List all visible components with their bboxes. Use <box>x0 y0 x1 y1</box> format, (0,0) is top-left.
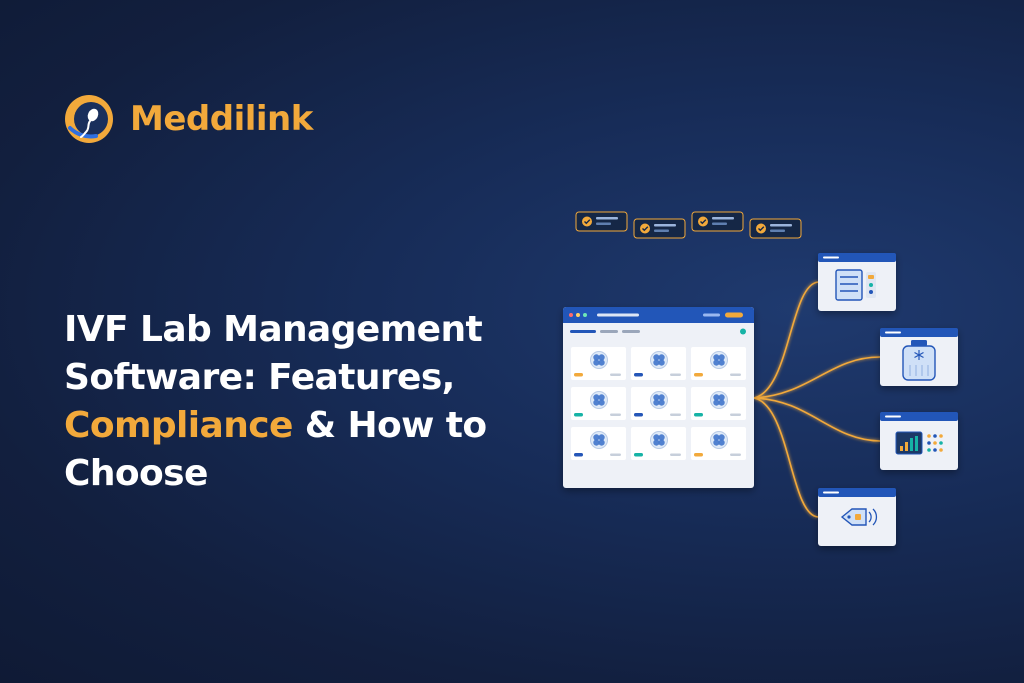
embryo-card <box>571 347 626 380</box>
sperm-cell-circle-icon <box>65 95 113 143</box>
module-window-rfid <box>818 488 896 546</box>
headline-line-1: IVF Lab Management <box>64 309 483 350</box>
embryo-cards-grid <box>571 347 746 460</box>
cryo-tank-icon <box>902 340 936 381</box>
embryo-card <box>571 387 626 420</box>
embryo-icon <box>710 431 728 449</box>
module-window-cryo <box>880 328 958 386</box>
connector-line <box>753 397 881 442</box>
brand-name: Meddilink <box>130 99 313 139</box>
checklist-chip <box>691 211 744 232</box>
embryo-icon <box>710 351 728 369</box>
checklist-chip <box>575 211 628 232</box>
embryo-card <box>631 347 686 380</box>
embryo-icon <box>710 391 728 409</box>
embryo-card <box>631 387 686 420</box>
embryo-card <box>691 427 746 460</box>
checkmark-icon <box>640 223 650 234</box>
embryo-card <box>571 427 626 460</box>
headline-line-2: Software: Features, <box>64 357 455 398</box>
checklist-chip <box>749 218 802 239</box>
connector-lines <box>753 281 881 518</box>
module-window-analytics <box>880 412 958 470</box>
embryo-icon <box>590 431 608 449</box>
module-window-panel <box>818 253 896 311</box>
checkmark-icon <box>582 216 592 227</box>
connector-line <box>753 356 881 399</box>
checklist-chips <box>575 211 802 239</box>
analytics-chart-icon <box>895 431 943 455</box>
grid-panel-icon <box>835 269 876 301</box>
headline-line-3-rest: & How to <box>292 405 487 446</box>
brand-logo: Meddilink <box>64 94 313 144</box>
embryo-card <box>691 387 746 420</box>
checkmark-icon <box>756 223 766 234</box>
checklist-chip <box>633 218 686 239</box>
checkmark-icon <box>698 216 708 227</box>
connector-line <box>753 397 819 518</box>
headline-highlight: Compliance <box>64 405 293 446</box>
embryo-icon <box>650 391 668 409</box>
embryo-icon <box>650 351 668 369</box>
headline-line-4: Choose <box>64 453 208 494</box>
connector-line <box>753 281 819 399</box>
embryo-icon <box>590 351 608 369</box>
embryo-card <box>631 427 686 460</box>
rfid-tag-icon <box>840 508 878 526</box>
embryo-icon <box>590 391 608 409</box>
page-title: IVF Lab Management Software: Features, C… <box>64 306 534 498</box>
embryo-icon <box>650 431 668 449</box>
embryo-card <box>691 347 746 380</box>
